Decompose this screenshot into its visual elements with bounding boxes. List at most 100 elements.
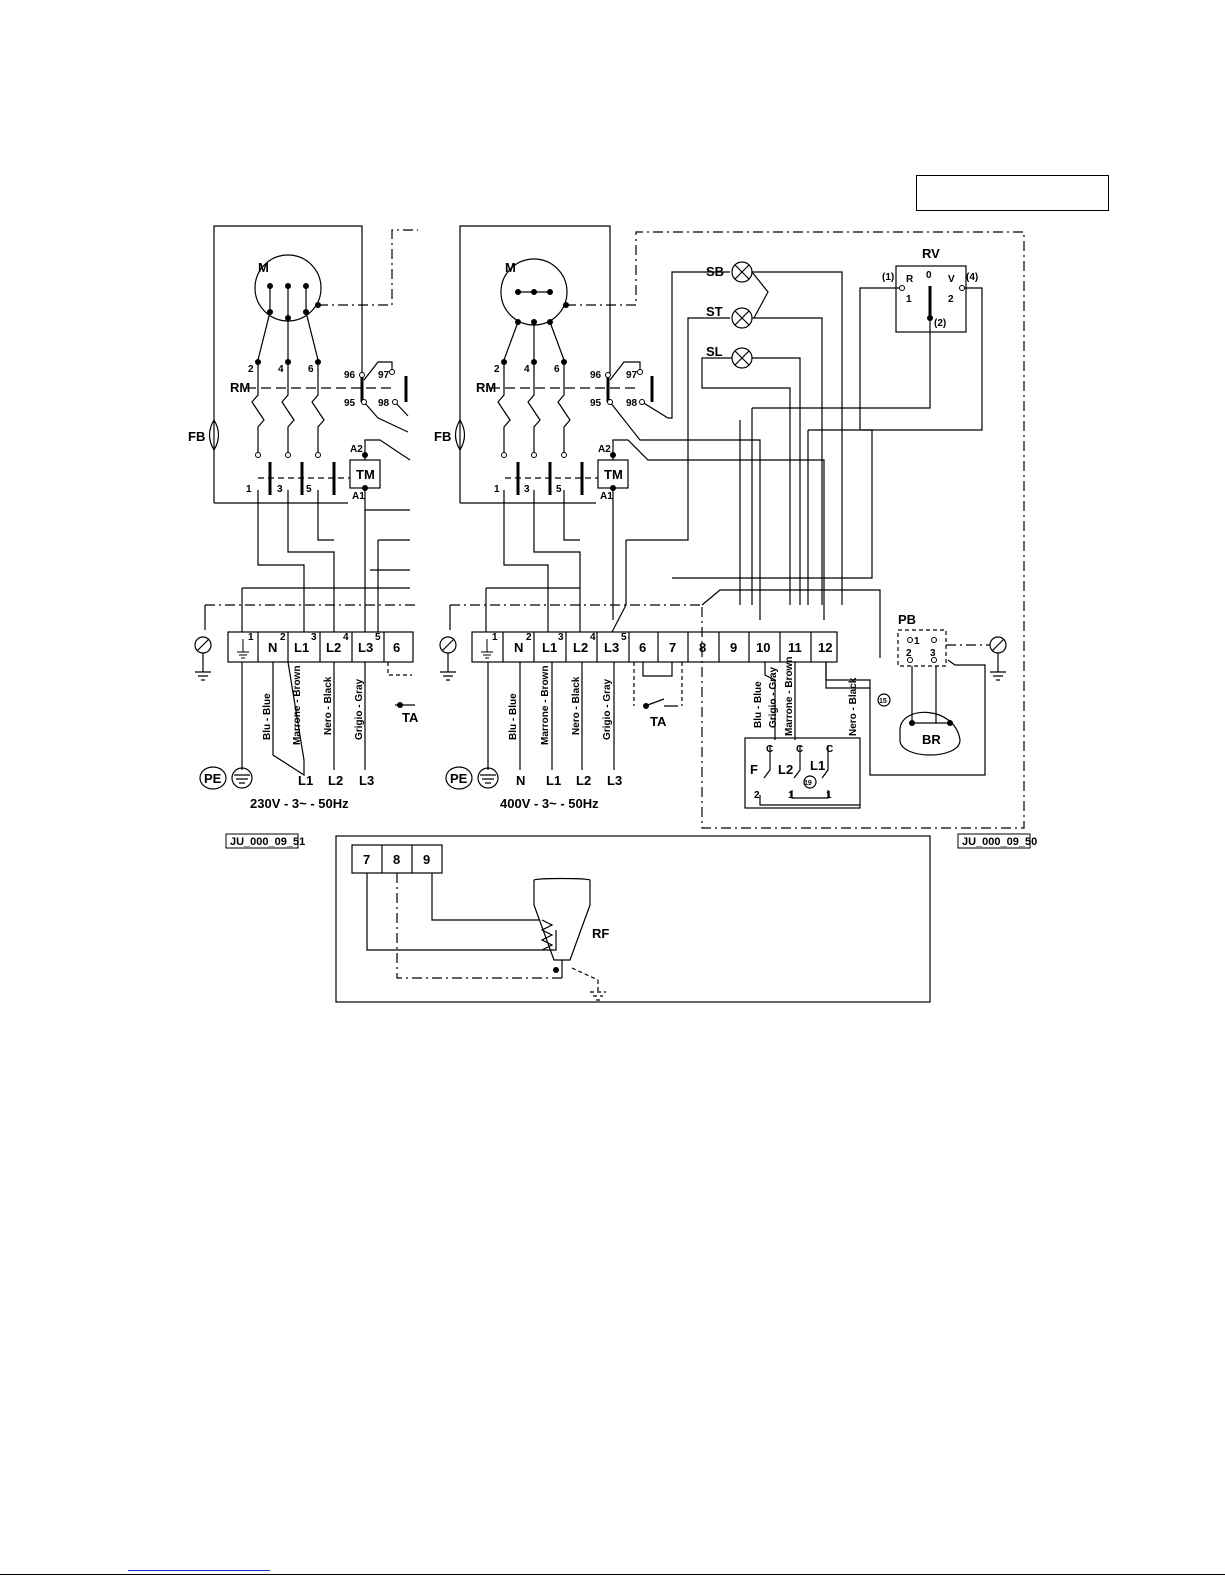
right-supply-l1: L1 [546,773,561,788]
f-wire-gray: Grigio - Gray [768,666,779,728]
right-terminal-l1: L1 [542,640,557,655]
rv-label: RV [922,246,940,261]
lamp-sb-label: SB [706,264,724,279]
left-code: JU_000_09_51 [230,836,305,848]
left-contact-96: 96 [344,370,356,381]
left-supply-pe: PE [204,771,222,786]
right-code: JU_000_09_50 [962,836,1037,848]
left-wire-blue: Blu - Blue [262,693,273,740]
right-terminal-7: 7 [669,640,676,655]
left-terminal-l3-sup: 5 [375,632,381,643]
left-supply-label: 230V - 3~ - 50Hz [250,796,349,811]
right-terminal-l3-sup: 5 [621,632,627,643]
right-terminal-11: 11 [788,640,802,655]
right-relay-label: RM [476,380,496,395]
pb-box [897,629,947,667]
right-contact-1: 1 [494,484,500,495]
right-terminal-n: N [514,640,523,655]
right-contact-98: 98 [626,398,638,409]
right-terminal-6: 6 [639,640,646,655]
right-terminal-12: 12 [818,640,832,655]
f-l1-label: L1 [810,758,825,773]
footer-link-underline[interactable] [128,1570,270,1571]
pb-pin-3: 3 [930,648,936,659]
right-terminal-l2: L2 [573,640,588,655]
f-wire-black: Nero - Black [848,677,859,736]
left-contact-a1: A1 [352,491,365,502]
right-terminal-9: 9 [730,640,737,655]
left-motor-label: M [258,260,269,275]
left-terminal-l1: L1 [294,640,309,655]
inset-terminal-9: 9 [423,852,430,867]
pb-pin-2: 2 [906,648,912,659]
right-wire-gray: Grigio - Gray [602,678,613,740]
left-supply-l1: L1 [298,773,313,788]
f-n1b: 1 [826,790,832,801]
right-supply-l3: L3 [607,773,622,788]
f-wire-blue: Blu - Blue [753,681,764,728]
left-relay-label: RM [230,380,250,395]
f-c3: C [826,744,833,755]
right-frame [459,225,611,503]
rv-2: 2 [948,294,954,305]
right-contact-numbers: 2 4 6 96 97 95 98 A2 A1 1 3 5 [494,364,638,502]
right-wire-brown: Marrone - Brown [540,666,551,745]
left-contact-3: 3 [277,484,283,495]
left-fb-label: FB [188,429,205,444]
f-c2: C [796,744,803,755]
lamp-sl-label: SL [706,344,723,359]
right-contact-3: 3 [524,484,530,495]
rv-paren-2: (2) [934,318,946,329]
f-label: F [750,762,758,777]
lamp-st [731,307,753,329]
right-contact-2: 2 [494,364,500,375]
f-n2: 2 [754,790,760,801]
left-terminal-l3: L3 [358,640,373,655]
rf-label: RF [592,926,609,941]
inset-terminal-8: 8 [393,852,400,867]
left-tm-label: TM [356,467,375,482]
left-contact-6: 6 [308,364,314,375]
left-supply-l3: L3 [359,773,374,788]
right-terminal-pe-sup: 1 [492,632,498,643]
left-wire-gray: Grigio - Gray [354,678,365,740]
right-contact-6: 6 [554,364,560,375]
right-motor-label: M [505,260,516,275]
left-contact-97: 97 [378,370,390,381]
right-terminal-l1-sup: 3 [558,632,564,643]
left-terminal-earth-icon [237,639,249,659]
inset-frame [335,835,931,1003]
f-n1a: 1 [788,790,794,801]
left-contact-a2: A2 [350,444,363,455]
right-supply-n: N [516,773,525,788]
right-terminal-10: 10 [756,640,770,655]
page-footer-rule [0,1574,1225,1575]
left-terminal-l1-sup: 3 [311,632,317,643]
right-terminal-l3: L3 [604,640,619,655]
f-l2-label: L2 [778,762,793,777]
left-terminal-l2-sup: 4 [343,632,349,643]
left-terminal-l2: L2 [326,640,341,655]
left-contact-1: 1 [246,484,252,495]
lamp-sl [731,347,753,369]
left-contact-98: 98 [378,398,390,409]
right-contact-a1: A1 [600,491,613,502]
left-contact-95: 95 [344,398,356,409]
rv-r: R [906,274,914,285]
right-contact-97: 97 [626,370,638,381]
right-fb-label: FB [434,429,451,444]
f-wire-brown: Marrone - Brown [784,657,795,736]
left-contact-numbers: 2 4 6 96 97 95 98 A2 A1 1 3 5 [246,364,390,502]
right-wire-blue: Blu - Blue [508,693,519,740]
right-supply-l2: L2 [576,773,591,788]
left-contact-4: 4 [278,364,284,375]
f-mark-19: 19 [804,780,812,787]
rv-paren-1: (1) [882,272,894,283]
right-contact-96: 96 [590,370,602,381]
right-terminal-l2-sup: 4 [590,632,596,643]
left-terminal-n-sup: 2 [280,632,286,643]
rv-0: 0 [926,270,932,281]
left-contact-2: 2 [248,364,254,375]
rv-1: 1 [906,294,912,305]
